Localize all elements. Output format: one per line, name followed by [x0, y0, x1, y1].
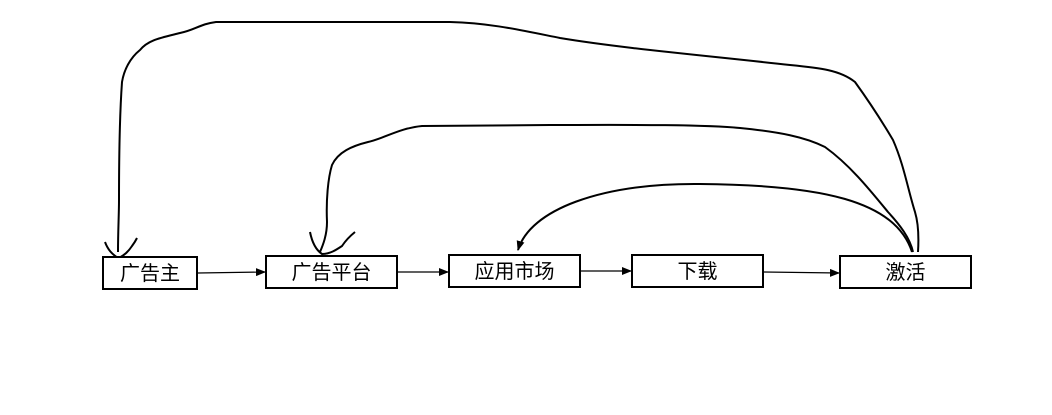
- node-activation: 激活: [839, 255, 972, 289]
- node-app-market: 应用市场: [448, 254, 581, 288]
- node-ad-platform: 广告平台: [265, 255, 398, 289]
- node-ad-platform-label: 广告平台: [291, 260, 372, 284]
- node-advertiser-label: 广告主: [120, 261, 180, 285]
- arc-activation-to-advertiser: [117, 21, 920, 253]
- arrowhead-advertiser: [104, 237, 138, 260]
- arrowhead-platform: [309, 231, 356, 256]
- node-download: 下载: [631, 254, 764, 288]
- node-download-label: 下载: [677, 259, 718, 283]
- arc-activation-to-market: [516, 182, 913, 253]
- arc-activation-to-platform: [319, 123, 914, 253]
- node-activation-label: 激活: [885, 260, 926, 284]
- arrow-advertiser-to-platform: [197, 268, 266, 277]
- node-advertiser: 广告主: [102, 256, 198, 290]
- node-app-market-label: 应用市场: [474, 259, 555, 283]
- arrow-download-to-activation: [763, 268, 840, 277]
